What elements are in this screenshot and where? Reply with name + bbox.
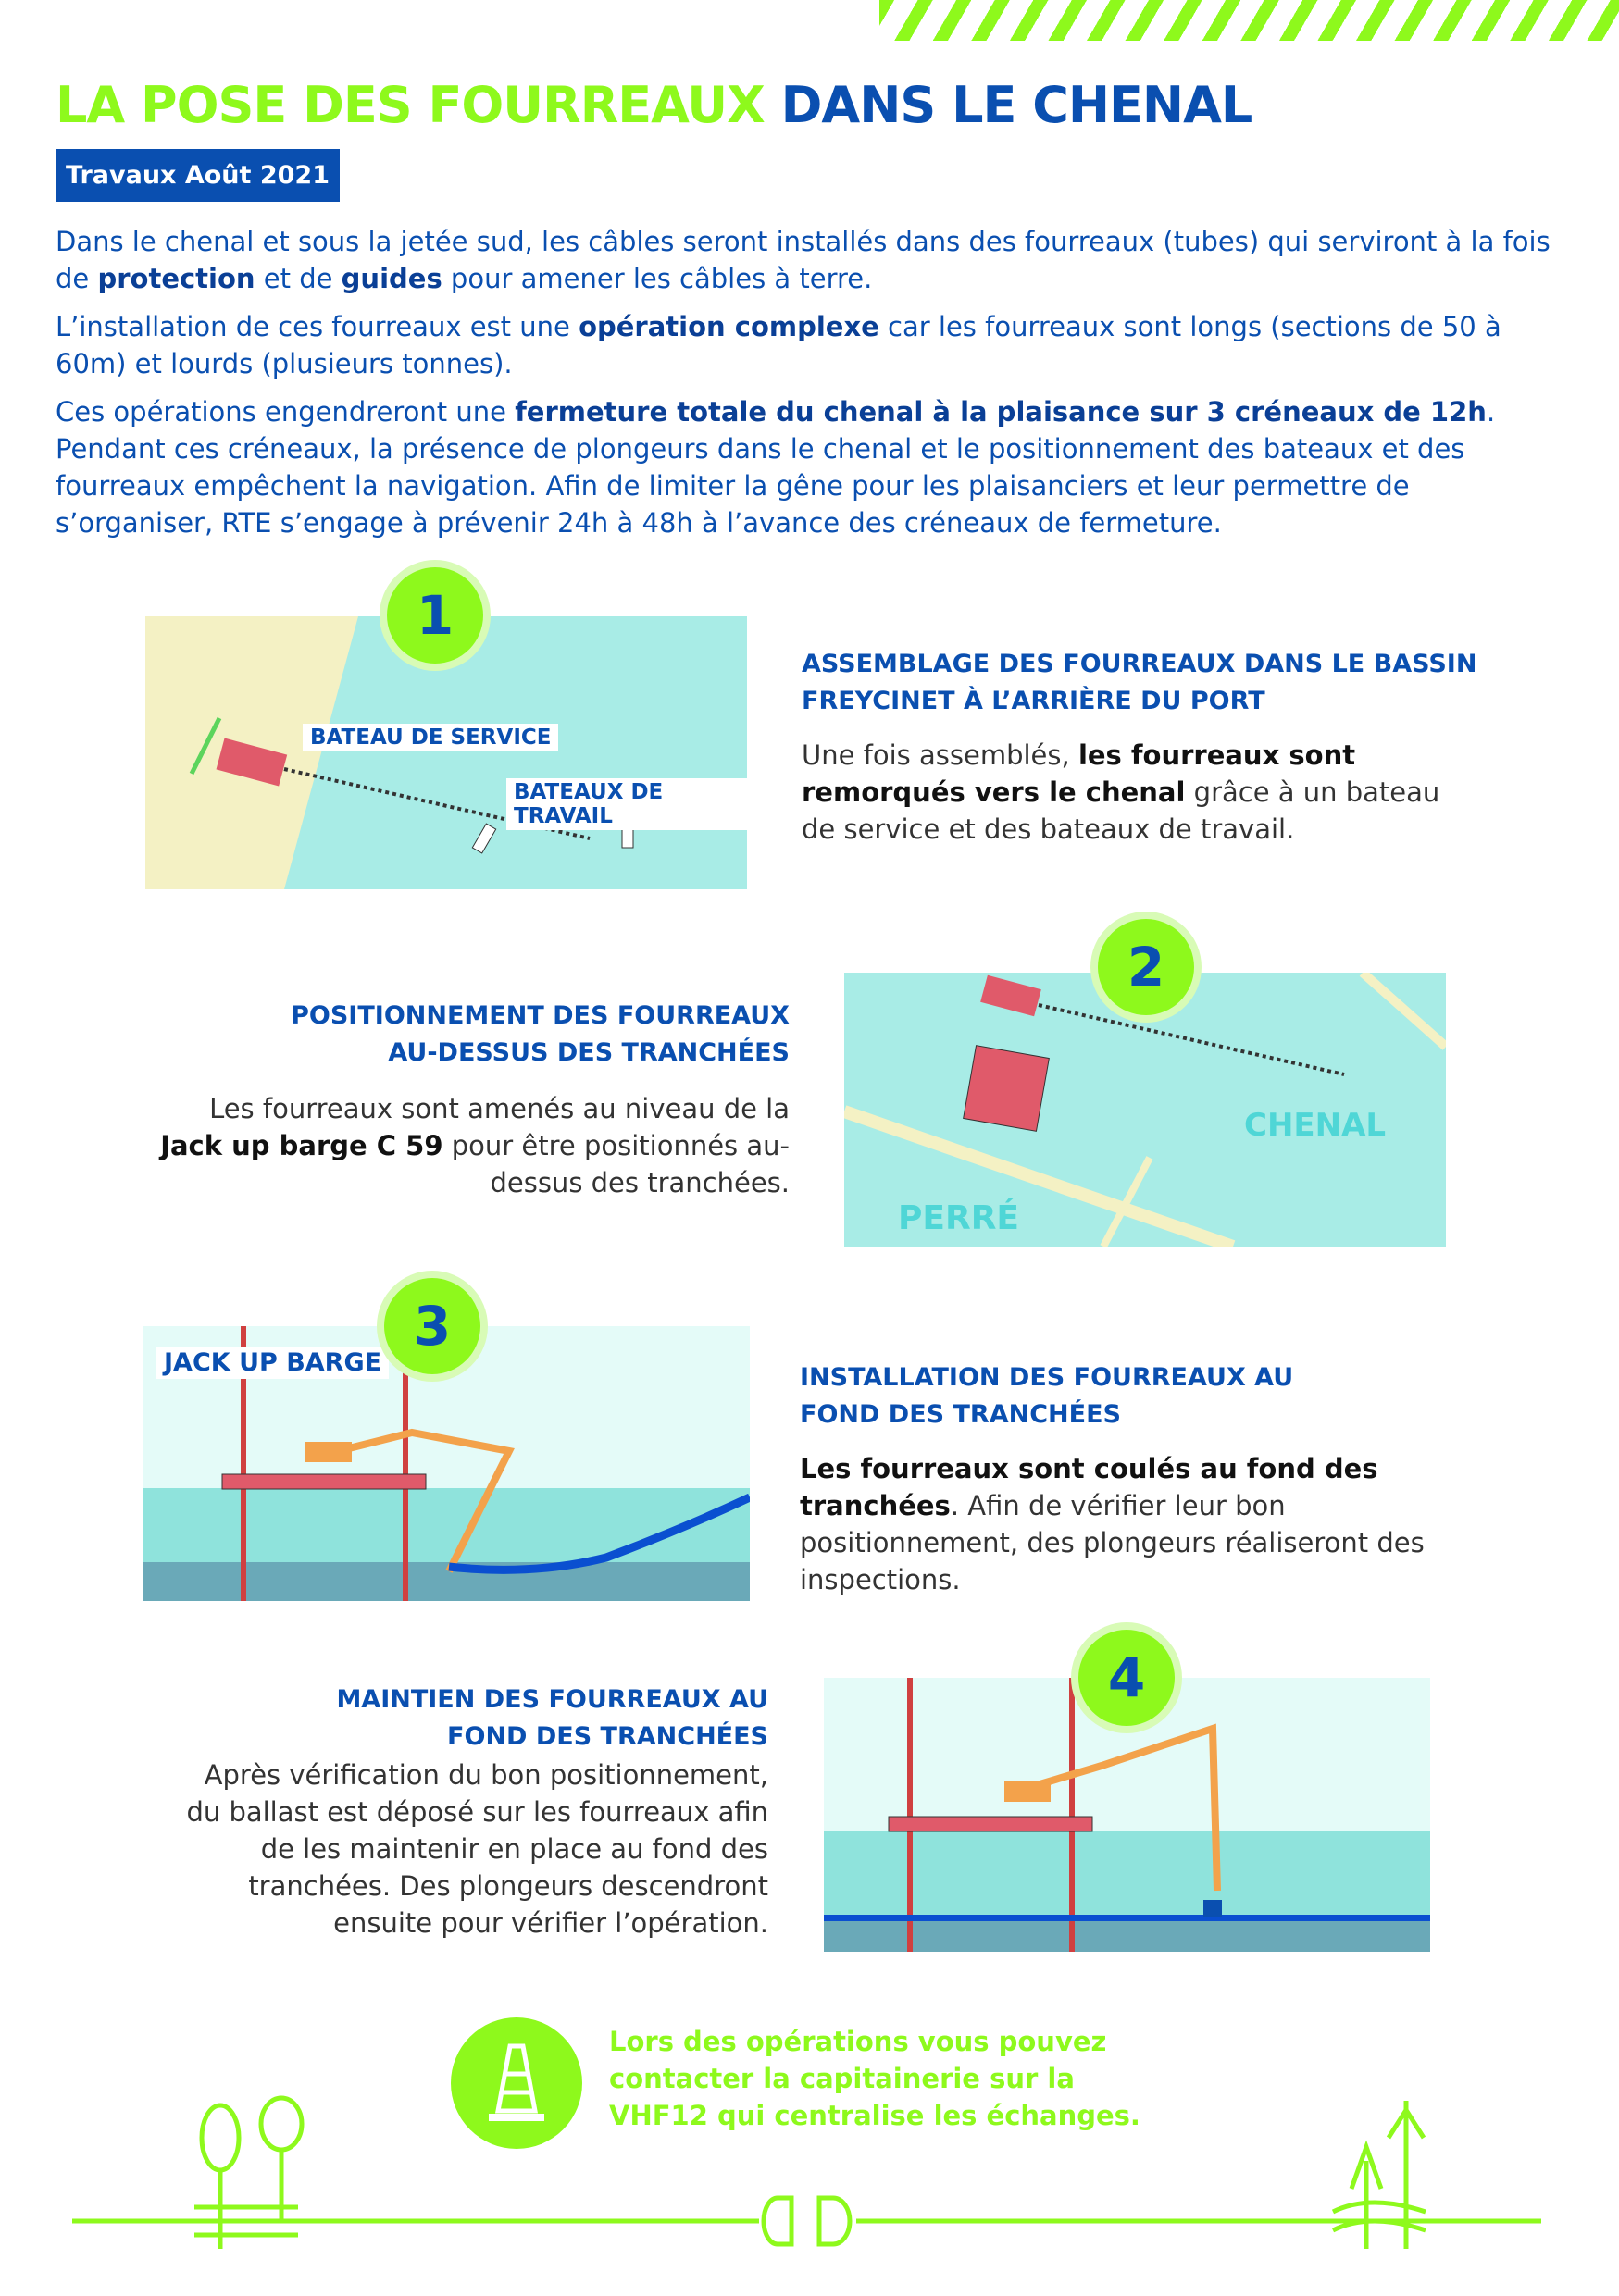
step2-heading: POSITIONNEMENT DES FOURREAUX AU-DESSUS D… — [291, 1001, 790, 1067]
step4-heading: MAINTIEN DES FOURREAUX AU FOND DES TRANC… — [336, 1685, 768, 1751]
step2-text: Les fourreaux sont amenés au niveau de l… — [160, 1093, 790, 1198]
step-number-4: 4 — [1078, 1630, 1175, 1726]
tree-icon — [199, 2103, 242, 2173]
label-jack-up-barge: JACK UP BARGE — [156, 1347, 390, 1379]
date-badge: Travaux Août 2021 — [56, 149, 340, 202]
decorative-stripes — [879, 0, 1619, 41]
step-number-2: 2 — [1098, 919, 1194, 1015]
intro-paragraph-3: Ces opérations engendreront une fermetur… — [56, 396, 1496, 539]
intro-paragraph-2: L’installation de ces fourreaux est une … — [56, 311, 1501, 379]
step4-illustration — [824, 1678, 1430, 1952]
channel-map — [841, 969, 1450, 1253]
step1-heading: ASSEMBLAGE DES FOURREAUX DANS LE BASSIN … — [802, 650, 1477, 715]
page-title: LA POSE DES FOURREAUX DANS LE CHENAL — [56, 76, 1252, 134]
label-chenal: CHENAL — [1244, 1107, 1387, 1144]
plug-icon — [761, 2195, 794, 2247]
step4-text: Après vérification du bon positionnement… — [186, 1759, 768, 1939]
label-work-boats: BATEAUX DE TRAVAIL — [506, 778, 747, 830]
step-number-1: 1 — [387, 567, 483, 664]
label-perre: PERRÉ — [898, 1199, 1020, 1237]
traffic-cone-icon — [451, 2017, 582, 2149]
step2-illustration: CHENAL PERRÉ — [841, 969, 1450, 1253]
step3-heading: INSTALLATION DES FOURREAUX AU FOND DES T… — [800, 1363, 1294, 1429]
barge-scene — [143, 1326, 752, 1601]
step1-text: Une fois assemblés, les fourreaux sont r… — [802, 739, 1440, 845]
tree-icon — [258, 2095, 305, 2153]
step3-text: Les fourreaux sont coulés au fond des tr… — [800, 1453, 1425, 1595]
label-service-boat: BATEAU DE SERVICE — [303, 724, 559, 751]
footer-contact-text: Lors des opérations vous pouvez contacte… — [609, 2026, 1140, 2131]
step-number-3: 3 — [384, 1278, 480, 1374]
ballast-scene — [824, 1678, 1430, 1952]
intro-paragraph-1: Dans le chenal et sous la jetée sud, les… — [56, 226, 1551, 294]
footer-decoration — [72, 2095, 1541, 2249]
